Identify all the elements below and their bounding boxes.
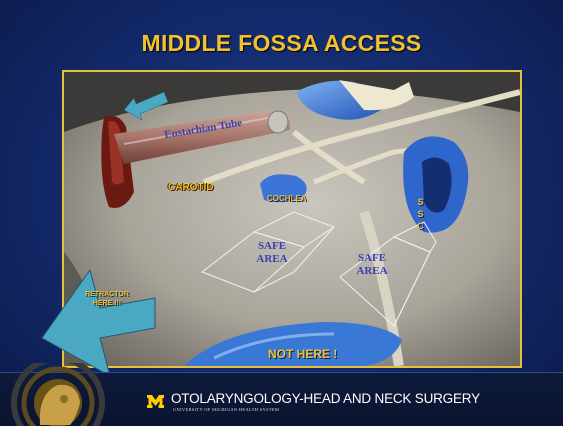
label-not-here: NOT HERE ! [268,348,337,360]
label-retractor: RETRACTOR HERE !!! [78,290,136,308]
label-ssc: SSC [416,196,425,232]
label-safe-area-1: SAFE AREA [242,240,302,266]
label-carotid: CAROTID [168,183,214,193]
footer-bar: OTOLARYNGOLOGY-HEAD AND NECK SURGERY UNI… [0,372,563,426]
department-name: OTOLARYNGOLOGY-HEAD AND NECK SURGERY [171,391,480,406]
head-profile-logo-icon [0,363,140,426]
health-system-name: UNIVERSITY OF MICHIGAN HEALTH SYSTEM [173,407,279,412]
slide-title: MIDDLE FOSSA ACCESS [0,30,563,57]
retractor-arrow-icon [40,268,160,378]
michigan-m-logo-icon [147,395,164,408]
label-cochlea: COCHLEA [267,195,307,203]
label-safe-area-2: SAFE AREA [342,252,402,278]
